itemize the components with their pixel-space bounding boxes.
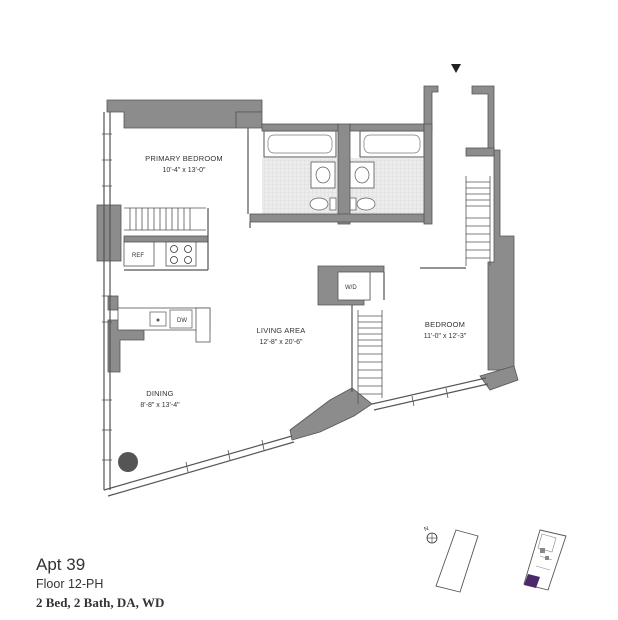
refrigerator-label: REF <box>132 253 144 259</box>
window-ticks <box>102 133 449 473</box>
room-dims-dining: 8'-8" x 13'-4" <box>140 402 180 409</box>
room-dims-living-area: 12'-8" x 20'-6" <box>259 339 303 346</box>
outer-walls <box>103 112 489 497</box>
bathroom-right <box>349 130 425 222</box>
unit-highlight <box>524 574 540 588</box>
kitchen: REF DW <box>117 241 211 343</box>
building-outline <box>435 529 479 593</box>
compass-icon: N <box>424 526 438 544</box>
closet-primary <box>124 207 206 231</box>
refrigerator <box>123 241 155 267</box>
cooktop <box>165 241 197 267</box>
column <box>118 452 138 472</box>
walls <box>96 85 519 441</box>
room-dims-primary-bedroom: 10'-4" x 13'-0" <box>162 167 206 174</box>
room-dims-bedroom: 11'-0" x 12'-3" <box>424 333 467 340</box>
dishwasher <box>169 309 193 329</box>
washer-dryer-label: W/D <box>345 285 357 291</box>
room-name-living-area: LIVING AREA <box>257 326 306 335</box>
dishwasher-label: DW <box>177 318 187 324</box>
key-plan <box>523 529 567 591</box>
room-name-primary-bedroom: PRIMARY BEDROOM <box>145 154 223 163</box>
entry-arrow-icon <box>451 64 461 73</box>
washer-dryer: W/D <box>337 271 371 301</box>
room-name-bedroom: BEDROOM <box>425 320 465 329</box>
apartment-name: Apt 39 <box>36 555 86 574</box>
apartment-info: Apt 39 Floor 12-PH 2 Bed, 2 Bath, DA, WD <box>36 555 164 612</box>
bathroom-left <box>262 130 338 222</box>
apartment-features: 2 Bed, 2 Bath, DA, WD <box>36 595 165 610</box>
apartment-floor: Floor 12-PH <box>36 577 104 591</box>
closet-bedroom <box>465 176 491 266</box>
closet-hall <box>357 310 383 404</box>
room-name-dining: DINING <box>146 389 173 398</box>
compass-north-label: N <box>424 526 430 533</box>
